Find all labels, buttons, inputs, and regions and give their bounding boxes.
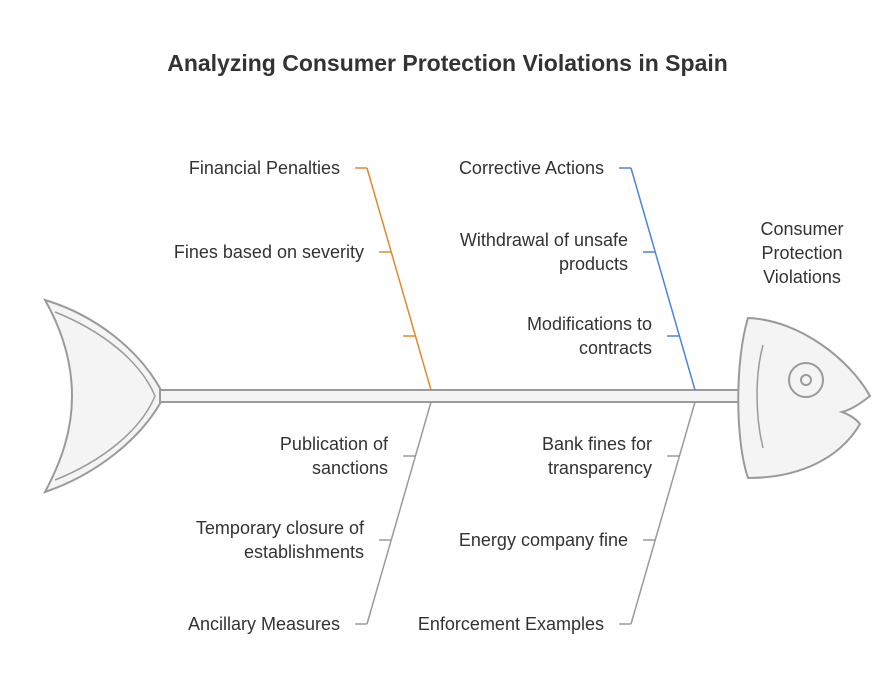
- fish-tail-inner: [54, 311, 156, 481]
- bone-corrective: [630, 167, 696, 391]
- category-ancillary: Ancillary Measures: [187, 614, 340, 634]
- cause-financial-1: Fines based on severity: [173, 242, 364, 262]
- cause-enforcement-1: Bank fines for transparency: [541, 434, 652, 478]
- bone-enforcement: [630, 401, 696, 625]
- category-corrective: Corrective Actions: [458, 158, 604, 178]
- category-enforcement: Enforcement Examples: [417, 614, 604, 634]
- fish-head: [737, 316, 872, 480]
- diagram-title: Analyzing Consumer Protection Violations…: [167, 50, 728, 76]
- fish-pupil: [800, 374, 812, 386]
- cause-corrective-1: Withdrawal of unsafe products: [459, 230, 628, 274]
- fish-eye: [788, 362, 824, 398]
- cause-ancillary-1: Publication of sanctions: [279, 434, 388, 478]
- bone-ancillary: [366, 401, 432, 625]
- head-label: Consumer Protection Violations: [760, 219, 844, 287]
- cause-corrective-2: Modifications to contracts: [526, 314, 652, 358]
- fish-spine: [159, 389, 741, 403]
- fish-tail: [42, 298, 163, 494]
- bone-financial: [366, 167, 432, 391]
- cause-ancillary-2: Temporary closure of establishments: [195, 518, 364, 562]
- cause-enforcement-2: Energy company fine: [458, 530, 628, 550]
- fish-gill: [756, 344, 764, 449]
- category-financial: Financial Penalties: [188, 158, 340, 178]
